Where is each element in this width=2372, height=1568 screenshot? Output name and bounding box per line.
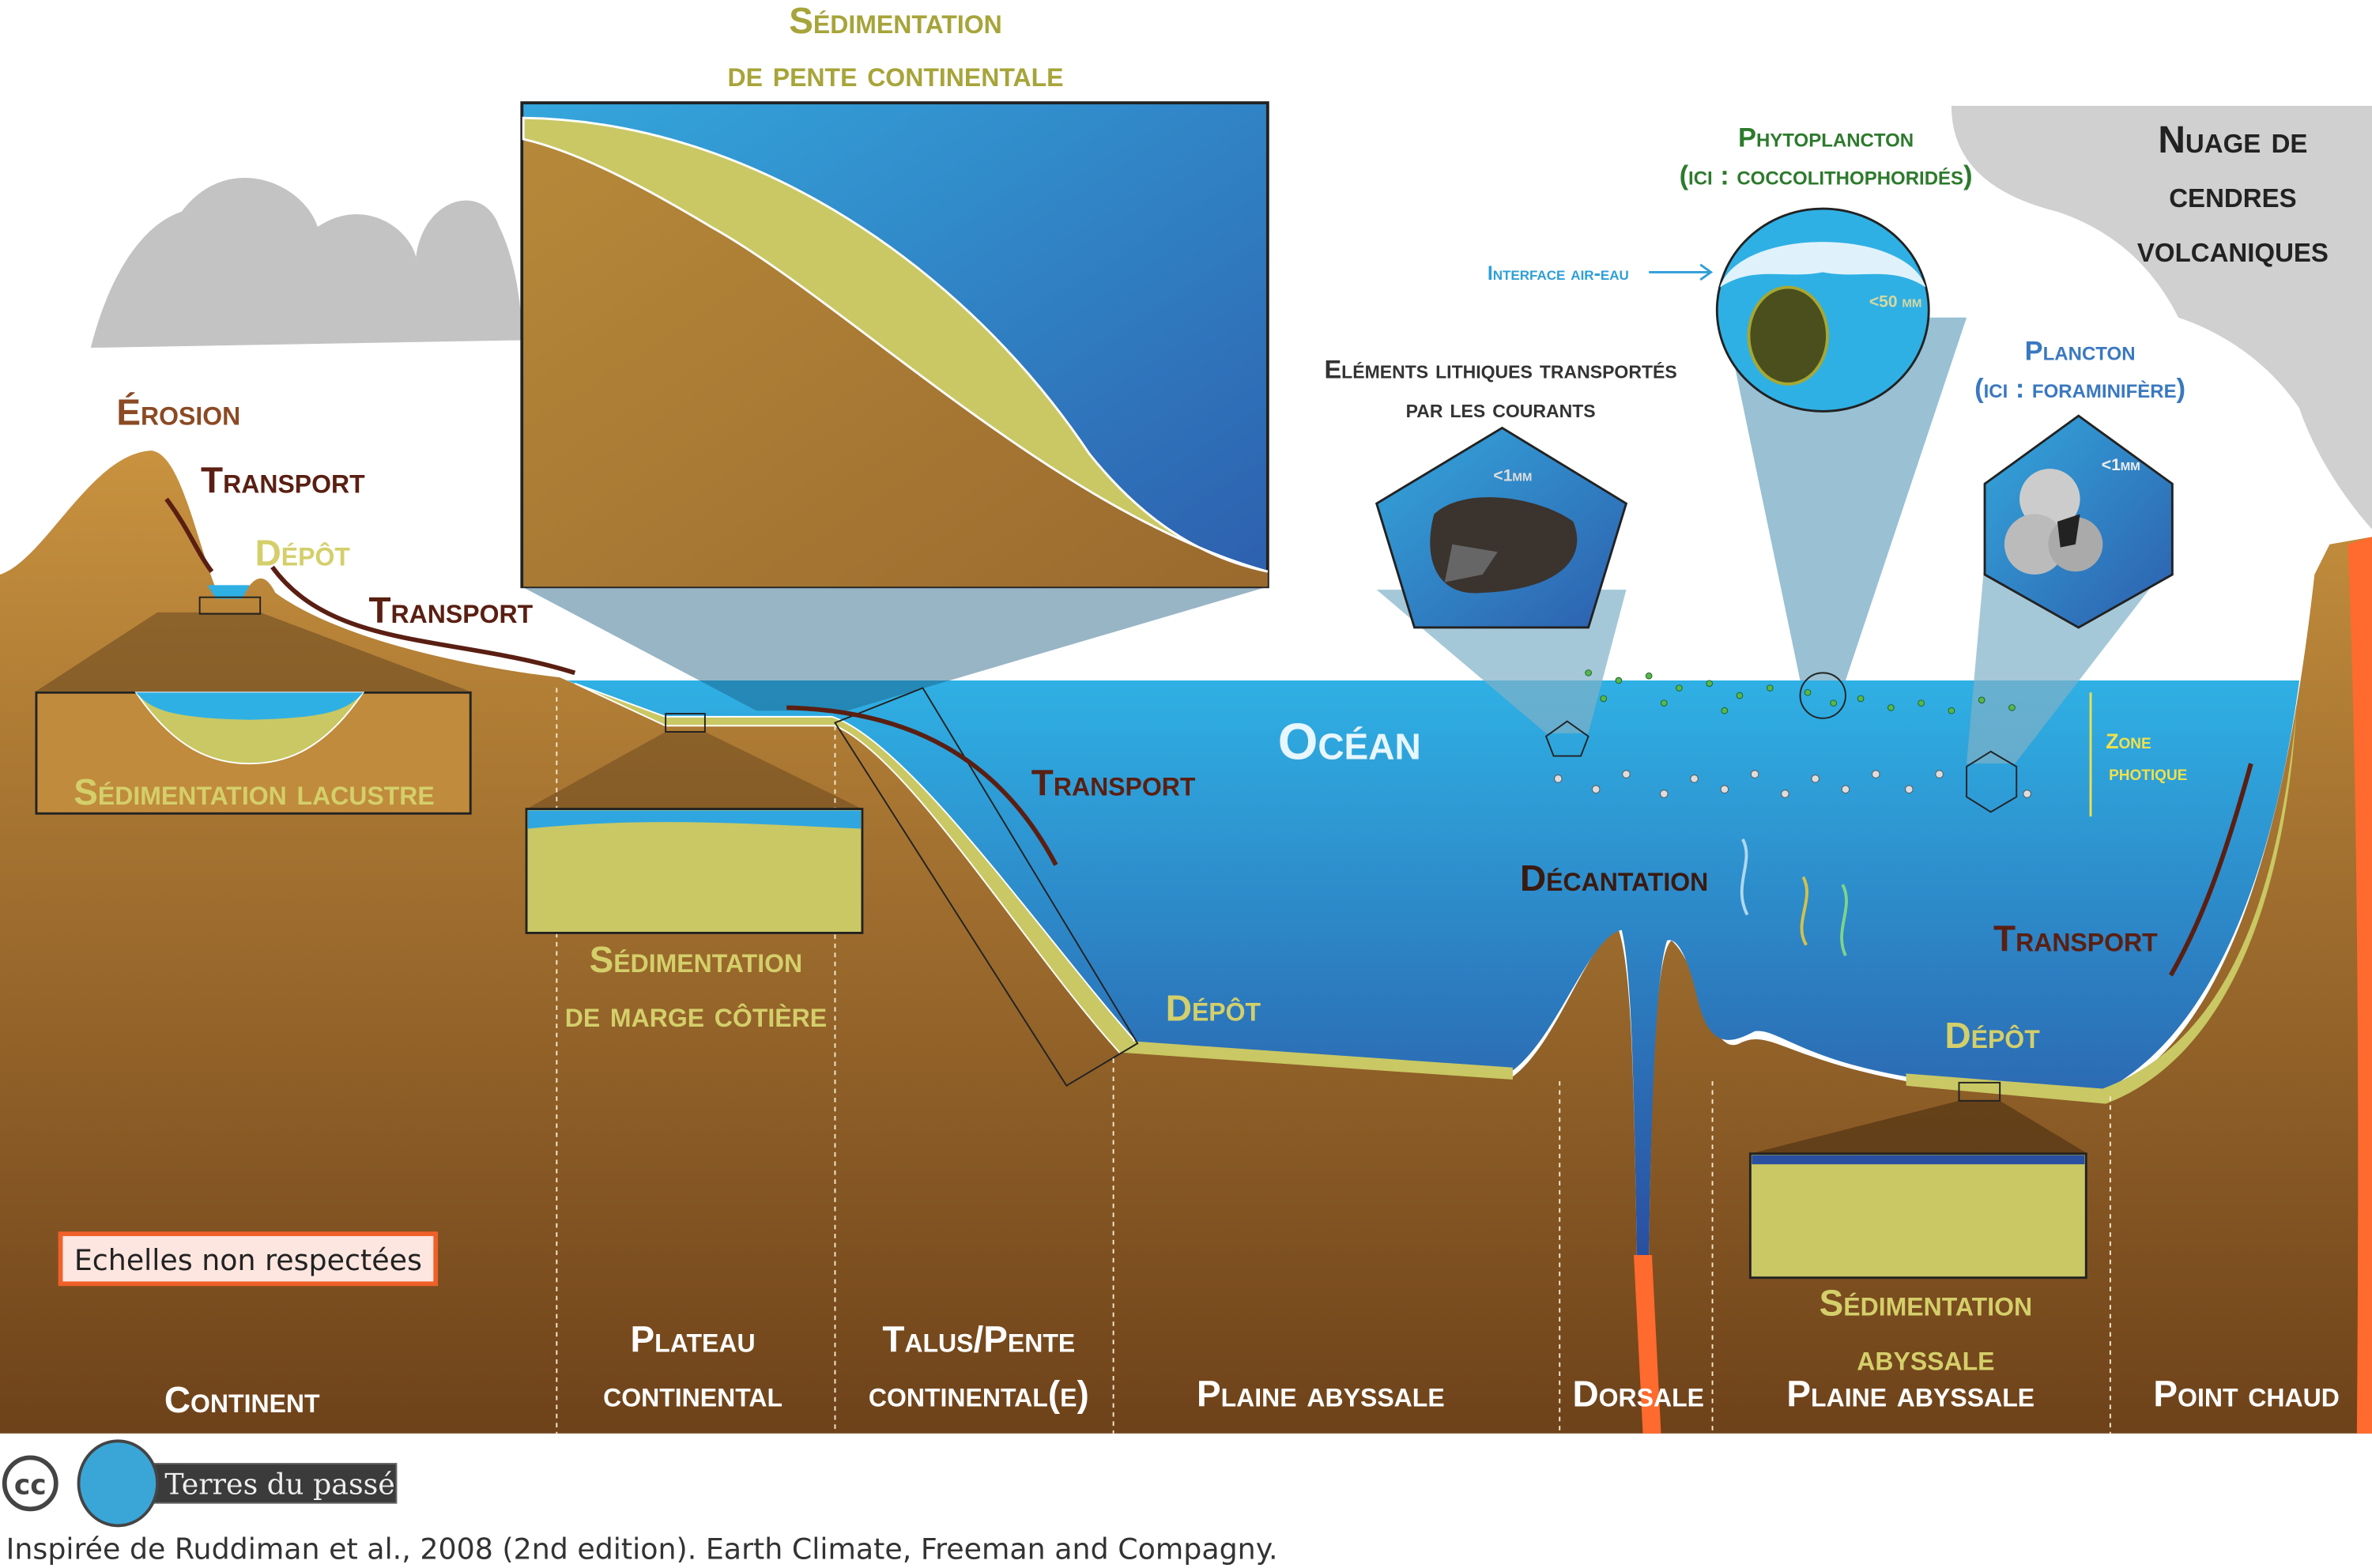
zoom-marker-foram [1966, 750, 2018, 813]
title-line1: Sédimentation [789, 0, 1001, 41]
zoom-marker-phyto [1799, 672, 1846, 719]
scale-warning: Echelles non respectées [74, 1243, 422, 1277]
label-nuage: Nuage de [2158, 119, 2307, 161]
zoom-marker-abyssal [1958, 1081, 2001, 1102]
label-phyto: Phytoplancton [1738, 123, 1914, 153]
label-transport: Transport [1993, 918, 2158, 959]
zoom-cone [1724, 317, 1967, 680]
transport-arrow [164, 497, 214, 573]
zoom-cone [1750, 1100, 2088, 1154]
label-lacustre: Sédimentation lacustre [74, 771, 434, 812]
decantation-arrow [1740, 838, 1749, 916]
label-abyssale: Sédimentation [1820, 1283, 2032, 1324]
inset-marge [525, 808, 864, 934]
decantation-arrow [1840, 884, 1848, 956]
label-lithiques: par les courants [1406, 394, 1596, 423]
inset-abyssal [1748, 1152, 2087, 1280]
label-marge: de marge côtière [565, 993, 827, 1035]
label-decantation: Décantation [1520, 858, 1708, 899]
zone-plateau: continental [603, 1373, 782, 1414]
zone-continent: Continent [164, 1379, 320, 1420]
label-zone: photique [2109, 761, 2187, 785]
brand-name: Terres du passé [164, 1467, 394, 1501]
label-lithiques: Eléments lithiques transportés [1324, 355, 1676, 383]
label-interface: Interface air-eau [1488, 262, 1629, 285]
phytoplankton-dots [1585, 669, 2016, 714]
coccolithophore [1747, 285, 1829, 386]
label-depot: Dépôt [1944, 1015, 2040, 1056]
label-phyto: (ici : coccolithophoridés) [1680, 160, 1973, 190]
zoom-cone [1967, 559, 2173, 764]
label-size: <1mm [2102, 456, 2140, 474]
inset-foraminifera [1983, 414, 2174, 629]
interface-arrowhead [1699, 263, 1714, 281]
label-nuage: volcaniques [2137, 228, 2329, 270]
inset-continental-slope [520, 101, 1269, 589]
transport-arrow [270, 565, 576, 676]
label-zone: Zone [2106, 729, 2151, 753]
label-ocean: Océan [1278, 712, 1421, 770]
zone-talus: continental(e) [869, 1373, 1089, 1414]
label-plancton: (ici : foraminifère) [1974, 374, 2185, 404]
zoom-marker-slope [834, 687, 1139, 1087]
label-abyssale: abyssale [1857, 1336, 1994, 1378]
zoom-cone [526, 731, 862, 809]
lake [207, 585, 250, 599]
zone-dorsale: Dorsale [1572, 1373, 1704, 1414]
label-erosion: Érosion [116, 392, 240, 433]
label-transport: Transport [369, 590, 534, 631]
label-depot: Dépôt [255, 533, 351, 574]
zoom-marker-marge [665, 713, 706, 733]
label-nuage: cendres [2169, 174, 2296, 216]
cloud [90, 177, 522, 349]
decantation-arrow [1800, 876, 1808, 946]
inset-lithic [1375, 426, 1628, 629]
transport-arrow [2168, 763, 2253, 977]
label-size: <1mm [1493, 466, 1532, 484]
title-line2: de pente continentale [728, 53, 1064, 94]
label-marge: Sédimentation [590, 939, 802, 980]
label-size: <50 µm [1869, 292, 1922, 311]
scale-warning-box [58, 1231, 439, 1287]
label-plancton: Plancton [2025, 336, 2136, 366]
zone-plaine-abyssale: Plaine abyssale [1786, 1373, 2034, 1414]
transport-arrow [786, 705, 1058, 866]
zoom-cone [522, 586, 1268, 711]
zone-plateau: Plateau [631, 1318, 756, 1359]
ocean [567, 680, 2300, 1255]
lava-hotspot [2347, 537, 2372, 1434]
sediment-layer [574, 682, 1136, 1054]
inset-lacustre [35, 691, 472, 815]
zone-plaine-abyssale: Plaine abyssale [1197, 1373, 1445, 1414]
credit-text: Inspirée de Ruddiman et al., 2008 (2nd e… [6, 1532, 1278, 1566]
volcanic-ash-cloud [1951, 105, 2372, 530]
cc-icon [2, 1455, 58, 1512]
label-transport: Transport [1031, 762, 1196, 803]
inset-phytoplankton [1715, 207, 1930, 413]
cc-text: cc [14, 1469, 47, 1501]
zone-point-chaud: Point chaud [2153, 1373, 2339, 1414]
zoom-marker-lithic [1544, 720, 1590, 757]
label-depot: Dépôt [1166, 987, 1261, 1028]
zone-talus: Talus/Pente [882, 1318, 1075, 1359]
zoom-marker-lake [198, 596, 262, 615]
zoom-cone [36, 612, 469, 692]
foraminifera-dots [1554, 770, 2031, 798]
license-logo[interactable]: cc Terres du passé [2, 1439, 398, 1528]
globe-icon [77, 1439, 159, 1528]
label-transport: Transport [201, 460, 365, 501]
